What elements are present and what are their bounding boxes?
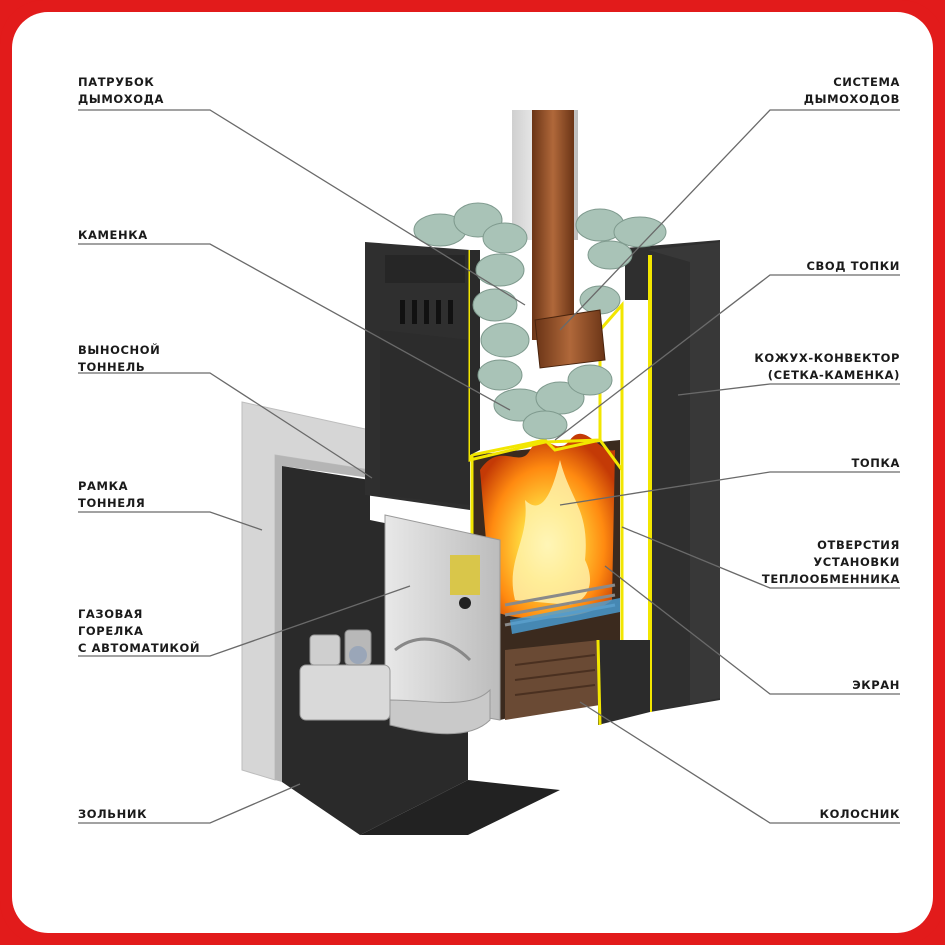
label-convector-casing: КОЖУХ-КОНВЕКТОР (СЕТКА-КАМЕНКА) (754, 351, 900, 382)
firebox-vault (468, 250, 624, 480)
flue-heat-exchanger (534, 309, 606, 369)
label-firebox: ТОПКА (851, 456, 900, 470)
label-chimney-pipe: ПАТРУБОК ДЫМОХОДА (78, 75, 164, 106)
stove-left-lower (380, 330, 470, 505)
label-grate: КОЛОСНИК (819, 807, 900, 821)
ash-pan (505, 640, 600, 720)
vent-slots (400, 300, 453, 324)
label-flue-system: СИСТЕМА ДЫМОХОДОВ (803, 75, 900, 106)
label-firebox-vault: СВОД ТОПКИ (806, 259, 900, 273)
gas-supply-pipe (389, 688, 491, 735)
stove-right-front (648, 242, 720, 704)
label-screen: ЭКРАН (852, 678, 900, 692)
stove-left-top-band (385, 255, 465, 283)
chimney-inner-flue (532, 110, 574, 340)
leader-lines (78, 109, 900, 824)
casing-yellow-edge (648, 255, 652, 712)
burner-door-plate (384, 514, 501, 721)
label-exchanger-holes: ОТВЕРСТИЯ УСТАНОВКИ ТЕПЛООБМЕННИКА (761, 538, 900, 586)
stove-right-lower (598, 640, 650, 725)
burner-warning-label (450, 555, 480, 595)
label-gas-burner: ГАЗОВАЯ ГОРЕЛКА С АВТОМАТИКОЙ (78, 607, 201, 655)
label-remote-tunnel: ВЫНОСНОЙ ТОННЕЛЬ (78, 343, 161, 374)
label-ash-pan: ЗОЛЬНИК (78, 807, 148, 821)
burner-tubes (510, 598, 620, 634)
label-stone-compartment: КАМЕНКА (78, 228, 148, 242)
gas-valve-unit (299, 629, 391, 721)
sauna-stones (413, 202, 667, 440)
ash-box (282, 780, 560, 835)
label-tunnel-frame: РАМКА ТОННЕЛЯ (78, 479, 146, 510)
